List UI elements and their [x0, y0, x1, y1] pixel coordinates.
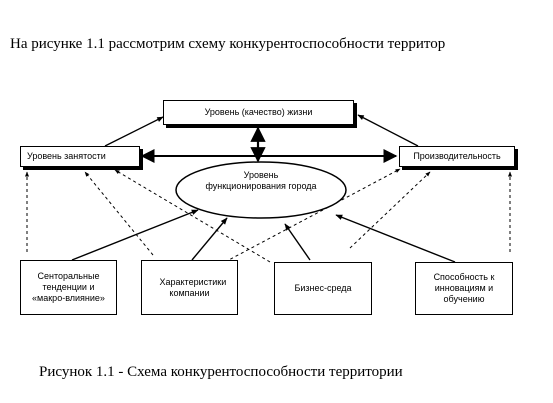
arrow-innovation-to-center [335, 214, 456, 263]
bottom-box-label: Характеристики компании [159, 276, 227, 298]
left-box-employment: Уровень занятости [20, 146, 140, 167]
right-box-label: Производительность [413, 151, 501, 161]
arrow-right-to-top [357, 114, 419, 147]
bottom-box-business-environment: Бизнес-среда [274, 262, 372, 315]
bottom-box-label: Сенторальные тенденции и «макро-влияние» [32, 271, 105, 303]
center-ellipse-label: Уровень функционирования города [205, 170, 317, 191]
dashed-arrow-company-to-left [84, 171, 154, 256]
bottom-box-label: Способность к инновациям и обучению [433, 272, 495, 304]
top-box-label: Уровень (качество) жизни [204, 107, 313, 117]
arrow-sectoral-to-center [71, 209, 199, 261]
dashed-arrow-business-to-left [114, 169, 271, 263]
right-box-productivity: Производительность [399, 146, 515, 167]
arrow-left-to-top [104, 116, 164, 147]
center-ellipse [175, 161, 347, 219]
bottom-box-company-characteristics: Характеристики компании [141, 260, 238, 315]
dashed-arrow-innovation-to-right [349, 171, 431, 249]
arrow-business-to-center [284, 223, 311, 261]
top-box-quality-of-life: Уровень (качество) жизни [163, 100, 354, 125]
figure-caption: Рисунок 1.1 - Схема конкурентоспособност… [39, 364, 403, 380]
arrow-company-to-center [191, 217, 228, 261]
bottom-box-sectoral-trends: Сенторальные тенденции и «макро-влияние» [20, 260, 117, 315]
bottom-box-label: Бизнес-среда [294, 283, 352, 293]
left-box-label: Уровень занятости [27, 151, 106, 161]
intro-text: На рисунке 1.1 рассмотрим схему конкурен… [10, 36, 446, 52]
bottom-box-innovation-capacity: Способность к инновациям и обучению [415, 262, 513, 315]
